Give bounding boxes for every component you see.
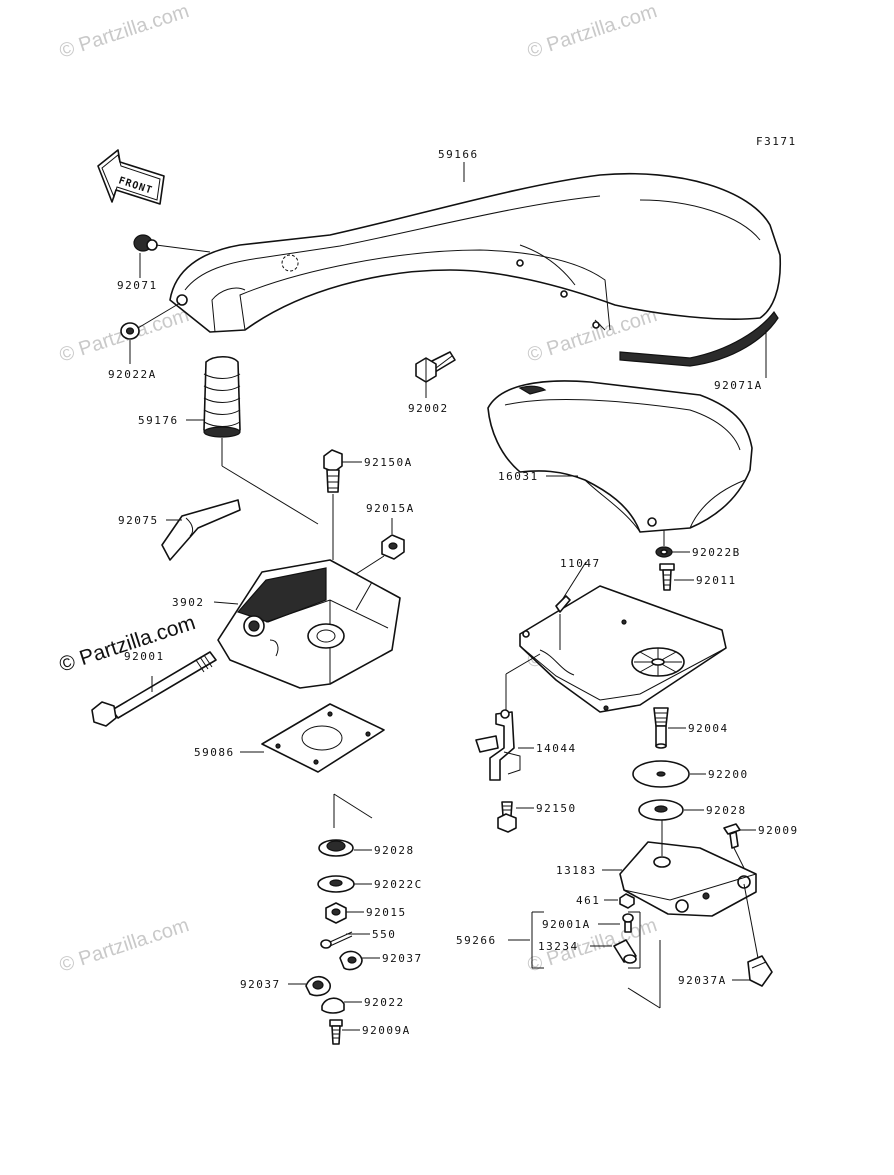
bolt-92011 (659, 563, 675, 591)
nut-92015A (381, 534, 405, 560)
washer-92028-right (638, 799, 684, 821)
screw-92009A (329, 1019, 343, 1045)
label-11047: 11047 (560, 557, 601, 570)
label-59166: 59166 (438, 148, 479, 161)
front-arrow-icon: FRONT (97, 149, 165, 205)
label-92075: 92075 (118, 514, 159, 527)
label-92028-right: 92028 (706, 804, 747, 817)
label-3902x: 3902 (172, 596, 205, 609)
clip-92075 (161, 499, 241, 561)
label-92022: 92022 (364, 996, 405, 1009)
washer-92200 (632, 760, 690, 788)
washer-92022B (655, 546, 673, 558)
label-59266: 59266 (456, 934, 497, 947)
label-461: 461 (576, 894, 600, 907)
clamp-92022 (321, 997, 345, 1014)
label-92022B: 92022B (692, 546, 741, 559)
label-92002: 92002 (408, 402, 449, 415)
label-92004: 92004 (688, 722, 729, 735)
seal-92071A (619, 310, 779, 367)
label-92150: 92150 (536, 802, 577, 815)
label-59176: 59176 (138, 414, 179, 427)
label-92028-left: 92028 (374, 844, 415, 857)
label-92200: 92200 (708, 768, 749, 781)
bolt-92001 (91, 651, 217, 727)
screw-92009 (723, 823, 741, 849)
clamp-92037-right (339, 950, 363, 971)
label-550: 550 (372, 928, 396, 941)
label-92071A: 92071A (714, 379, 763, 392)
bolt-92150A (323, 449, 343, 493)
label-92037-left: 92037 (240, 978, 281, 991)
label-92022C: 92022C (374, 878, 423, 891)
label-92001A: 92001A (542, 918, 591, 931)
steering-cover-59166 (169, 172, 782, 333)
clamp-92037-left (305, 975, 331, 997)
boot-59176 (203, 355, 241, 438)
label-92150A: 92150A (364, 456, 413, 469)
label-92022A: 92022A (108, 368, 157, 381)
watermark: © Partzilla.com (525, 0, 660, 63)
bolt-92002 (415, 351, 456, 383)
label-92037A: 92037A (678, 974, 727, 987)
bolt-92150 (497, 801, 517, 833)
mount-plate-13183 (619, 841, 757, 917)
watermark-strong: © Partzilla.com (56, 611, 198, 677)
bracket-14044 (475, 709, 521, 781)
plate-59086 (261, 703, 385, 773)
cotter-pin-550 (320, 931, 353, 949)
washer-92028-left (318, 839, 354, 857)
label-92009: 92009 (758, 824, 799, 837)
bolt-92001A (622, 913, 634, 933)
label-92001: 92001 (124, 650, 165, 663)
label-92011: 92011 (696, 574, 737, 587)
clamp-92037A (747, 955, 773, 987)
base-plate-11047 (519, 585, 727, 713)
nut-92015 (325, 902, 347, 924)
group-bracket-59266 (531, 911, 641, 969)
label-13183: 13183 (556, 864, 597, 877)
label-92015: 92015 (366, 906, 407, 919)
washer-92022C (317, 875, 355, 893)
label-59086: 59086 (194, 746, 235, 759)
label-13234: 13234 (538, 940, 579, 953)
nut-461 (619, 893, 635, 909)
connector-13234 (613, 939, 637, 964)
stud-92004 (653, 707, 669, 749)
washer-92022A (120, 322, 140, 340)
label-92015A: 92015A (366, 502, 415, 515)
lower-cover-16031 (487, 380, 753, 533)
label-92009A: 92009A (362, 1024, 411, 1037)
label-14044: 14044 (536, 742, 577, 755)
watermark: © Partzilla.com (57, 914, 192, 977)
label-92071: 92071 (117, 279, 158, 292)
label-92037-right: 92037 (382, 952, 423, 965)
bracket-3902x (217, 559, 401, 689)
figure-code: F3171 (756, 135, 797, 148)
watermark: © Partzilla.com (57, 0, 192, 63)
label-16031: 16031 (498, 470, 539, 483)
watermark-group: © Partzilla.com © Partzilla.com © Partzi… (56, 0, 659, 977)
grommet-92071 (133, 234, 158, 252)
